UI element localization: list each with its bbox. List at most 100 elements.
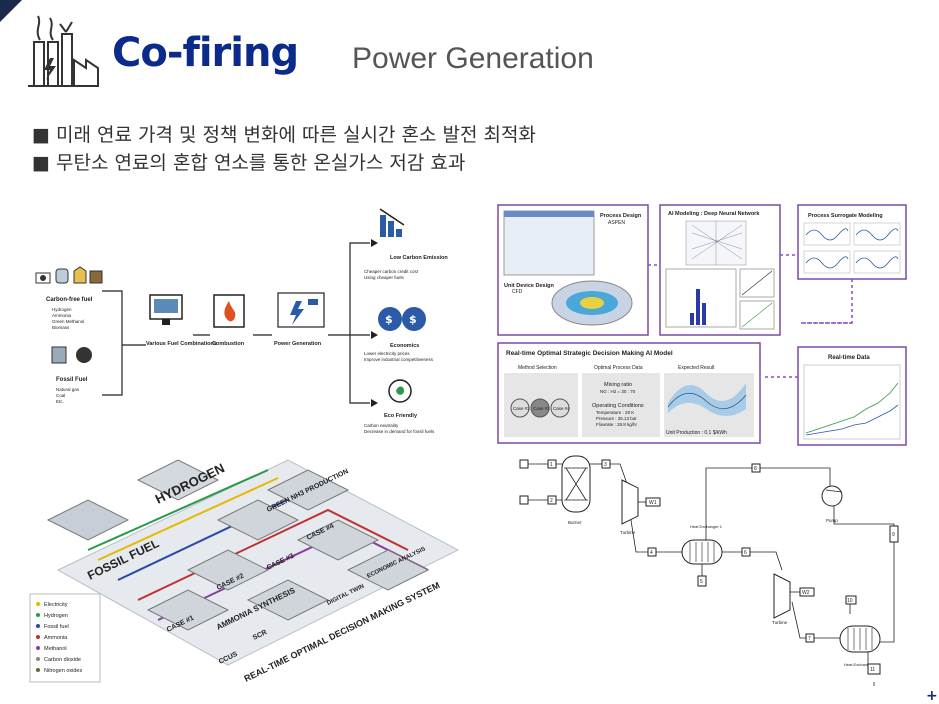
stream-1: 1 (550, 462, 553, 468)
pressure-value: Pressure : 35.13 bar (596, 416, 637, 421)
flowrate-value: Flowrate : 28.8 kg/hr (596, 422, 638, 427)
col1-label: Method Selection (518, 365, 557, 371)
decision-title: Real-time Optimal Strategic Decision Mak… (506, 350, 673, 357)
legend-dot (36, 646, 40, 650)
aspen-label: ASPEN (608, 220, 625, 226)
add-icon[interactable]: + (926, 688, 938, 704)
stream-10: 10 (847, 598, 853, 604)
legend-item: Nitrogen oxides (44, 668, 82, 674)
modeling-framework-diagram: Process Design ASPEN Unit Device Design … (497, 204, 907, 446)
case2-circle (510, 398, 530, 418)
plant-buildings (46, 459, 430, 631)
unit-prod-label: Unit Production : 0.1 $/kWh (666, 430, 727, 436)
page-title: Co-firing (112, 30, 299, 76)
legend-dot (36, 624, 40, 628)
out1-title: Low Carbon Emission (390, 255, 448, 261)
out2-item-1: Lower electricity prices (364, 351, 410, 356)
fire-icon (213, 294, 245, 328)
legend-dot (36, 635, 40, 639)
plant-isometric-illustration: HYDROGEN FOSSIL FUEL AMMONIA SYNTHESIS G… (29, 459, 460, 684)
legend-dot (36, 602, 40, 606)
surrogate-label: Process Surrogate Modeling (808, 213, 883, 219)
turbine-2-label: Turbine (772, 620, 788, 625)
case4-text: Case #4 (553, 406, 570, 411)
cofiring-flow-diagram: Carbon-free fuel Hydrogen Ammonia Green … (35, 208, 448, 434)
out1-item-2: Using cheaper fuels (364, 275, 405, 280)
fossil-label: Fossil Fuel (56, 377, 88, 383)
ai-modeling-label: AI Modeling : Deep Neural Network (668, 211, 760, 217)
cf-item-3: Green Methanol (52, 319, 84, 324)
stream-3: 3 (604, 462, 607, 468)
mixing-label: Mixing ratio (604, 382, 632, 388)
neural-network-image (685, 220, 747, 266)
carbon-free-label: Carbon-free fuel (46, 297, 93, 303)
stream-11: 11 (870, 667, 875, 673)
stream-7: 7 (808, 636, 811, 642)
out2-item-2: Improve industrial competitiveness (364, 357, 434, 362)
process-design-label: Process Design (600, 213, 642, 219)
stream-6: 6 (744, 550, 747, 556)
out3-item-1: Carbon neutrality (364, 423, 399, 428)
legend-item: Hydrogen (44, 613, 68, 619)
case3-text: Case #3 (533, 406, 550, 411)
hx2-label: Heat Exchanger 2 (844, 662, 877, 667)
stream-5: 5 (700, 579, 703, 585)
carbon-free-icons (35, 266, 103, 284)
burner-label: Burner (568, 520, 582, 525)
stream-8: 8 (754, 466, 757, 472)
process-flow-diagram: Burner Turbine Heat Exchanger 1 Turbine … (519, 455, 899, 686)
svg-text:$: $ (409, 313, 417, 326)
surrogate-plots (803, 222, 901, 274)
out3-title: Eco Friendly (384, 413, 418, 419)
col3-label: Expected Result (678, 365, 715, 371)
temp-value: Temperature : 28 K (596, 410, 634, 415)
realtime-data-label: Real-time Data (828, 355, 870, 361)
case3-circle (530, 398, 550, 418)
page-subtitle: Power Generation (352, 42, 594, 75)
unit-design-label: Unit Device Design (504, 283, 554, 289)
heat-exchanger-2 (839, 625, 881, 653)
fossil-item-1: Natural gas (56, 387, 80, 392)
turbine-1 (621, 479, 639, 525)
out1-item-1: Cheaper carbon credit cost (364, 269, 419, 274)
cfd-label: CFD (512, 289, 523, 295)
burner-vessel (561, 455, 591, 513)
heat-exchanger-1 (681, 539, 723, 565)
fossil-icons (51, 346, 92, 364)
hx1-label: Heat Exchanger 1 (690, 524, 723, 529)
out2-title: Economics (390, 343, 419, 349)
cfd-image (551, 280, 633, 326)
eco-flask-icon (388, 379, 412, 403)
legend-item: Fossil fuel (44, 624, 69, 630)
bullet-1: ■ 미래 연료 가격 및 정책 변화에 따른 실시간 혼소 발전 최적화 (32, 124, 536, 146)
case4-circle (550, 398, 570, 418)
out3-item-2: Decrease in demand for fossil fuels (364, 429, 435, 434)
operating-label: Operating Conditions (592, 403, 644, 409)
cf-item-2: Ammonia (52, 313, 72, 318)
col2-label: Optimal Process Data (594, 365, 643, 371)
legend-dot (36, 613, 40, 617)
power-plant-icon (28, 15, 99, 87)
svg-text:$: $ (385, 313, 393, 326)
bullet-2: ■ 무탄소 연료의 혼합 연소를 통한 온실가스 저감 효과 (32, 152, 466, 174)
stream-4: 4 (650, 550, 653, 556)
legend-item: Electricity (44, 602, 68, 608)
step3-label: Power Generation (274, 341, 322, 347)
legend-item: Carbon dioxide (44, 657, 81, 663)
pump (821, 485, 843, 507)
corner-accent (0, 0, 22, 22)
step1-label: Various Fuel Combinations (146, 341, 217, 347)
turbine-2 (773, 573, 791, 619)
step2-label: Combustion (212, 341, 245, 347)
computer-icon (149, 294, 183, 325)
stream-9: 9 (892, 532, 895, 538)
mixing-value: NG : H2 = 30 : 70 (600, 389, 636, 394)
legend-box (29, 593, 101, 683)
chart-down-icon (379, 208, 405, 237)
legend-item: Ammonia (44, 635, 68, 641)
stream-2: 2 (550, 498, 553, 504)
expected-band (668, 383, 746, 416)
aspen-screenshot (503, 210, 595, 276)
money-bag-icon: $ $ (378, 307, 426, 331)
cf-item-4: Biomass (52, 325, 70, 330)
